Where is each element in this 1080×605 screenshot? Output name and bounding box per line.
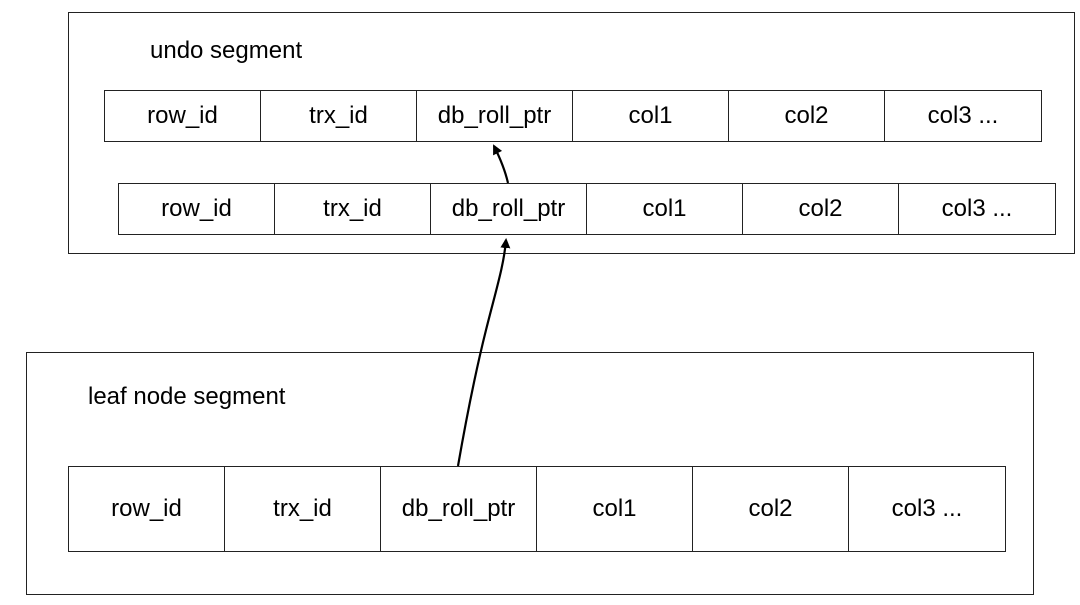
cell-trx-id: trx_id (225, 467, 381, 551)
cell-col1: col1 (587, 184, 743, 234)
cell-col3: col3 ... (891, 495, 963, 522)
undo-segment-label: undo segment (150, 37, 303, 64)
cell-col1: col1 (573, 91, 729, 141)
undo-record-newer: row_id trx_id db_roll_ptr col1 col2 col3… (104, 90, 1042, 142)
cell-col1: col1 (537, 467, 693, 551)
cell-row-id: row_id (119, 184, 275, 234)
cell-col3: col3 ... (927, 102, 999, 129)
cell-db-roll-ptr: db_roll_ptr (381, 467, 537, 551)
cell-col2: col2 (729, 91, 885, 141)
leaf-record: row_id trx_id db_roll_ptr col1 col2 col3… (68, 466, 1006, 552)
leaf-node-segment-label: leaf node segment (88, 383, 286, 410)
cell-db-roll-ptr: db_roll_ptr (431, 184, 587, 234)
cell-row-id: row_id (69, 467, 225, 551)
cell-col3: col3 ... (941, 195, 1013, 222)
cell-trx-id: trx_id (275, 184, 431, 234)
cell-trx-id: trx_id (261, 91, 417, 141)
cell-row-id: row_id (105, 91, 261, 141)
cell-col2: col2 (693, 467, 849, 551)
cell-col2: col2 (743, 184, 899, 234)
undo-record-older: row_id trx_id db_roll_ptr col1 col2 col3… (118, 183, 1056, 235)
cell-db-roll-ptr: db_roll_ptr (417, 91, 573, 141)
